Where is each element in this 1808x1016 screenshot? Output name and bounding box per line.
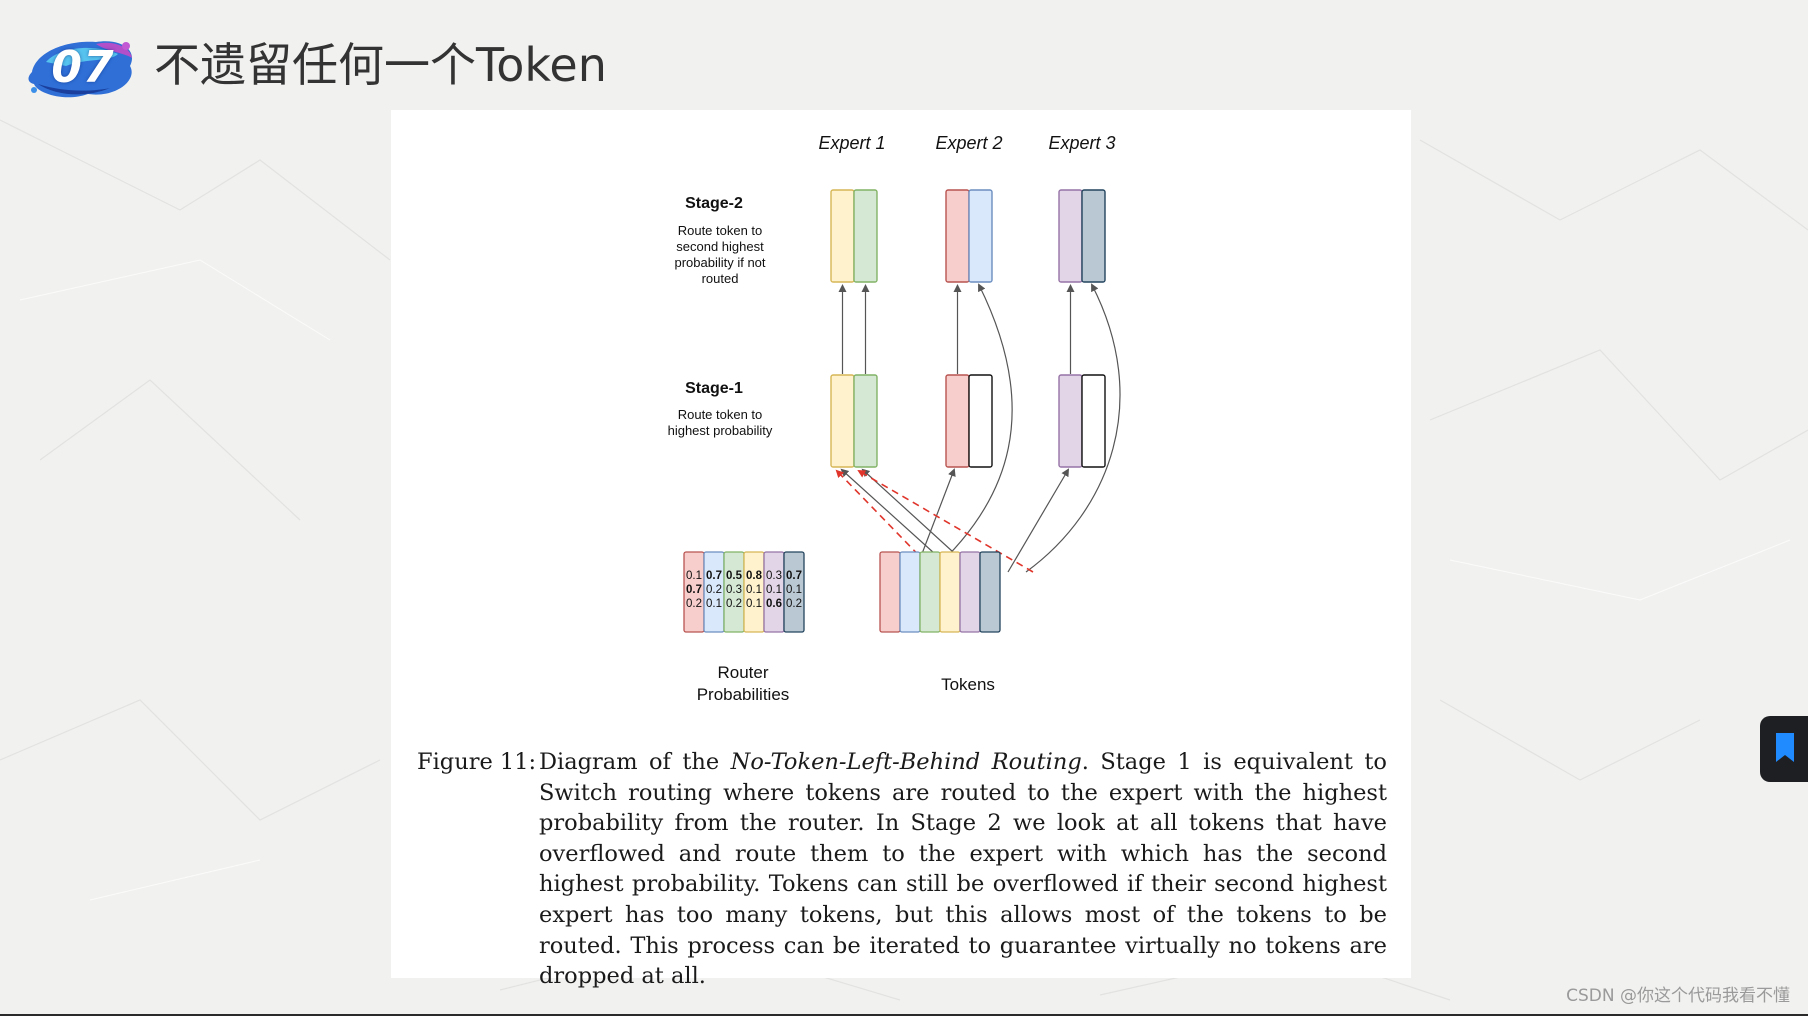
stage-1-title: Stage-1 xyxy=(685,380,743,397)
router-probability-value: 0.1 xyxy=(786,584,802,596)
route-arrow-token-5 xyxy=(1007,468,1070,573)
router-probability-value: 0.7 xyxy=(706,570,722,582)
bookmark-tab[interactable] xyxy=(1760,716,1808,782)
expert-2-label: Expert 2 xyxy=(935,133,1002,153)
token-box xyxy=(899,551,921,633)
token-box xyxy=(939,551,961,633)
stage-2-desc-line: second highest xyxy=(676,239,764,254)
token-box xyxy=(879,551,901,633)
figure-panel: Expert 1 Expert 2 Expert 3 Stage-2 Route… xyxy=(391,110,1411,989)
router-probability-value: 0.1 xyxy=(766,584,782,596)
dropped-arrow-token-6 xyxy=(857,469,1034,573)
token-box xyxy=(919,551,941,633)
router-probability-value: 0.1 xyxy=(686,570,702,582)
token-box xyxy=(979,551,1001,633)
stage-1-expert-3-empty-slot xyxy=(1081,374,1106,468)
router-probability-value: 0.1 xyxy=(746,584,762,596)
router-probability-value: 0.3 xyxy=(766,570,782,582)
stage-1-expert-2-slot-1 xyxy=(945,374,970,468)
router-label-line: Router xyxy=(717,663,768,682)
stage-2-desc-line: probability if not xyxy=(674,255,765,270)
caption-italic-term: No-Token-Left-Behind Routing xyxy=(730,749,1082,775)
stage-1-expert-1-slot-1 xyxy=(830,374,855,468)
router-probability-value: 0.8 xyxy=(746,570,763,582)
router-probability-value: 0.2 xyxy=(686,598,702,610)
stage-1-desc-line: Route token to xyxy=(678,407,763,422)
stage-2-expert-3-slot-1 xyxy=(1058,189,1083,283)
routing-diagram: Expert 1 Expert 2 Expert 3 Stage-2 Route… xyxy=(668,133,1121,704)
router-probabilities: 0.10.70.20.70.20.10.50.30.20.80.10.10.30… xyxy=(683,551,805,633)
router-label-line: Probabilities xyxy=(697,685,790,704)
router-probability-value: 0.1 xyxy=(706,598,722,610)
stage-1-expert-3-slot-1 xyxy=(1058,374,1083,468)
slide-title: 不遗留任何一个Token xyxy=(154,38,607,92)
router-probability-value: 0.7 xyxy=(686,584,702,596)
stage-2-expert-1-slot-2 xyxy=(853,189,878,283)
caption-text: Diagram of the xyxy=(539,749,731,775)
router-probability-value: 0.3 xyxy=(726,584,742,596)
router-probability-value: 0.7 xyxy=(786,570,802,582)
overflow-arrow-token-6 xyxy=(1025,283,1121,573)
section-badge: 07 xyxy=(26,32,138,104)
router-probability-value: 0.2 xyxy=(726,598,742,610)
figure-caption: Figure 11: Diagram of the No-Token-Left-… xyxy=(417,747,1387,992)
router-probability-value: 0.2 xyxy=(706,584,722,596)
router-probability-value: 0.6 xyxy=(766,598,782,610)
stage-2-desc-line: Route token to xyxy=(678,223,763,238)
caption-text: . Stage 1 is equivalent to Switch routin… xyxy=(539,749,1387,990)
stage-1-expert-1-slot-2 xyxy=(853,374,878,468)
stage-2-desc-line: routed xyxy=(702,271,739,286)
stage-2-expert-1-slot-1 xyxy=(830,189,855,283)
expert-3-label: Expert 3 xyxy=(1048,133,1115,153)
router-probability-value: 0.5 xyxy=(726,570,743,582)
router-probability-value: 0.2 xyxy=(786,598,802,610)
caption-body: Diagram of the No-Token-Left-Behind Rout… xyxy=(539,747,1387,992)
router-probability-value: 0.1 xyxy=(746,598,762,610)
stage-1-desc-line: highest probability xyxy=(668,423,773,438)
expert-1-label: Expert 1 xyxy=(818,133,885,153)
overflow-arrow-token-2 xyxy=(930,283,1013,573)
section-number: 07 xyxy=(51,42,115,93)
stage-1-expert-2-empty-slot xyxy=(968,374,993,468)
bottom-border xyxy=(0,1014,1808,1016)
stage-2-title: Stage-2 xyxy=(685,195,743,212)
tokens-label: Tokens xyxy=(941,675,995,694)
paint-splash-icon xyxy=(28,41,132,98)
router-column xyxy=(783,551,805,633)
token-box xyxy=(959,551,981,633)
stage-2-expert-3-slot-2 xyxy=(1081,189,1106,283)
stage-2-expert-2-slot-2 xyxy=(968,189,993,283)
caption-label: Figure 11: xyxy=(417,749,537,775)
bookmark-icon[interactable] xyxy=(1774,732,1796,764)
stage-2-expert-2-slot-1 xyxy=(945,189,970,283)
tokens xyxy=(879,551,1001,633)
watermark: CSDN @你这个代码我看不懂 xyxy=(1566,986,1790,1006)
